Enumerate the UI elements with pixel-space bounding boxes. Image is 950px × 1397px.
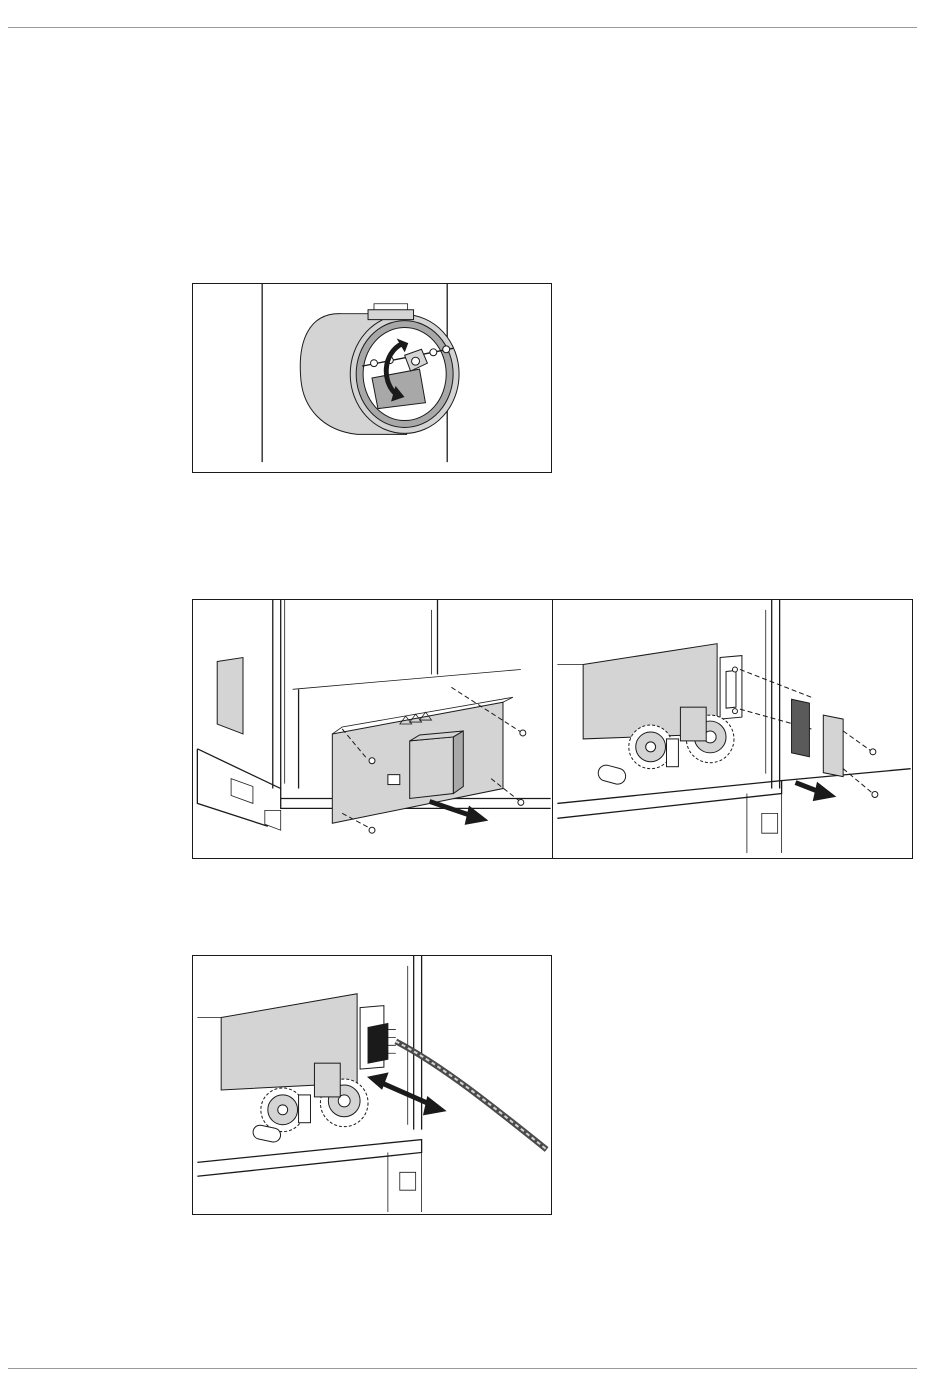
bottom-rule [8, 1368, 917, 1369]
figure-damper [192, 283, 552, 473]
flange-removal-illustration [553, 600, 912, 858]
top-rule [8, 27, 917, 28]
damper-illustration [193, 284, 551, 472]
pull-out-arrow-icon [430, 801, 488, 824]
cover-removal-illustration [193, 600, 552, 858]
figure-flange-removal [552, 599, 913, 859]
pull-out-arrow-icon [796, 783, 836, 801]
figure-cable-connection [192, 955, 552, 1215]
figure-cover-removal [192, 599, 553, 859]
cable-connection-illustration [193, 956, 551, 1214]
double-arrow-icon [368, 1073, 445, 1115]
